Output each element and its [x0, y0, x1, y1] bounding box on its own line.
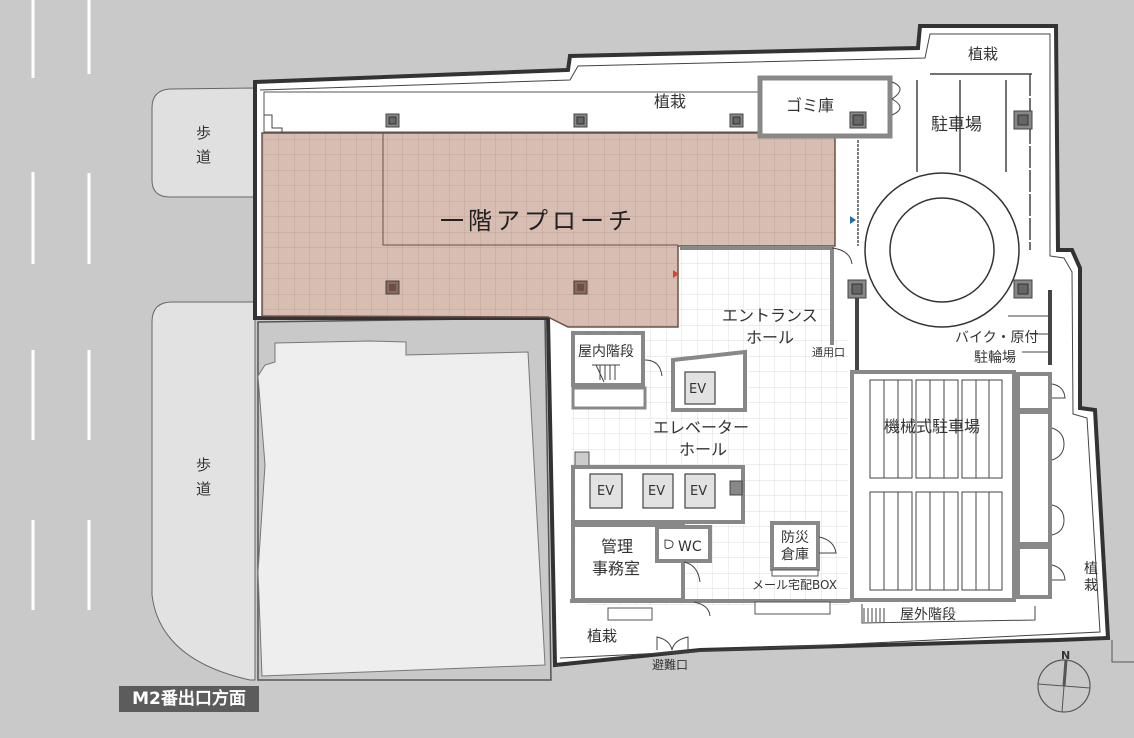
elevator-hall-label-1: エレベーター	[653, 418, 749, 437]
entry-marker-red	[673, 270, 679, 278]
elevator-hall-label-2: ホール	[679, 440, 727, 459]
disaster-storage	[770, 521, 820, 571]
planting-ne-label: 植栽	[968, 45, 998, 63]
sidewalk-bottom-label-1: 歩	[196, 456, 211, 474]
mail-box-units	[771, 569, 819, 577]
disaster-storage-label-1: 防災	[781, 530, 809, 546]
sidewalk-top-label-1: 歩	[196, 124, 211, 142]
elevator-3	[642, 473, 674, 509]
sidewalk-bottom	[151, 301, 256, 681]
garbage-room-door	[891, 81, 901, 116]
direction-badge: M2番出口方面	[119, 686, 259, 712]
planting-east-label-1: 植	[1084, 561, 1098, 577]
compass-north-label: N	[1061, 649, 1070, 662]
outdoor-stairs	[861, 604, 1036, 624]
planting-strip-top	[263, 91, 761, 133]
elevator-1-label: EV	[689, 382, 706, 397]
mechanical-parking-label: 機械式駐車場	[884, 417, 980, 436]
disaster-storage-label-2: 倉庫	[781, 546, 809, 563]
entrance-hall-label-2: ホール	[746, 328, 794, 347]
elevator-2	[589, 473, 623, 509]
office-label-1: 管理	[601, 537, 633, 556]
approach-title: 一階アプローチ	[440, 207, 636, 235]
elevator-4-label: EV	[690, 484, 707, 499]
elevator-3-label: EV	[648, 484, 665, 499]
wc-room	[655, 525, 712, 563]
emergency-exit-door	[656, 636, 689, 651]
mail-box-label: メール宅配BOX	[752, 577, 837, 592]
bike-parking-label-1: バイク・原付	[955, 330, 1038, 346]
emergency-exit-label: 避難口	[652, 657, 688, 672]
bike-parking	[1008, 315, 1048, 353]
wc-label: WC	[678, 539, 702, 555]
approach-area	[261, 132, 836, 328]
elevator-1	[684, 371, 716, 405]
sidewalk-top	[151, 87, 256, 198]
lane-markings	[31, 0, 91, 610]
planting-east-label-2: 栽	[1084, 578, 1098, 594]
entry-marker-blue	[850, 216, 856, 224]
office-label-2: 事務室	[592, 559, 640, 578]
storage-rooms-east	[1016, 372, 1066, 599]
entrance-hall-label-1: エントランス	[722, 306, 818, 325]
service-entrance-label: 通用口	[812, 346, 845, 359]
garbage-room	[757, 75, 893, 139]
compass-icon: N	[1037, 649, 1091, 713]
parking-area	[864, 73, 1032, 328]
sidewalk-top-label-2: 道	[196, 148, 211, 166]
parking-label: 駐車場	[931, 115, 982, 135]
planting-south-label: 植栽	[587, 627, 617, 645]
bike-parking-label-2: 駐輪場	[974, 349, 1016, 366]
planting-top-label: 植栽	[654, 92, 686, 111]
mechanical-parking-bays	[869, 379, 1003, 591]
neighbor-footprint	[257, 340, 546, 677]
elevator-4	[684, 473, 716, 509]
indoor-stairs-label: 屋内階段	[578, 344, 634, 360]
indoor-stairs	[571, 331, 645, 387]
outdoor-stairs-label: 屋外階段	[900, 607, 956, 623]
elevator-2-label: EV	[597, 484, 614, 499]
sidewalk-bottom-label-2: 道	[196, 480, 211, 498]
garbage-room-label: ゴミ庫	[786, 96, 834, 115]
